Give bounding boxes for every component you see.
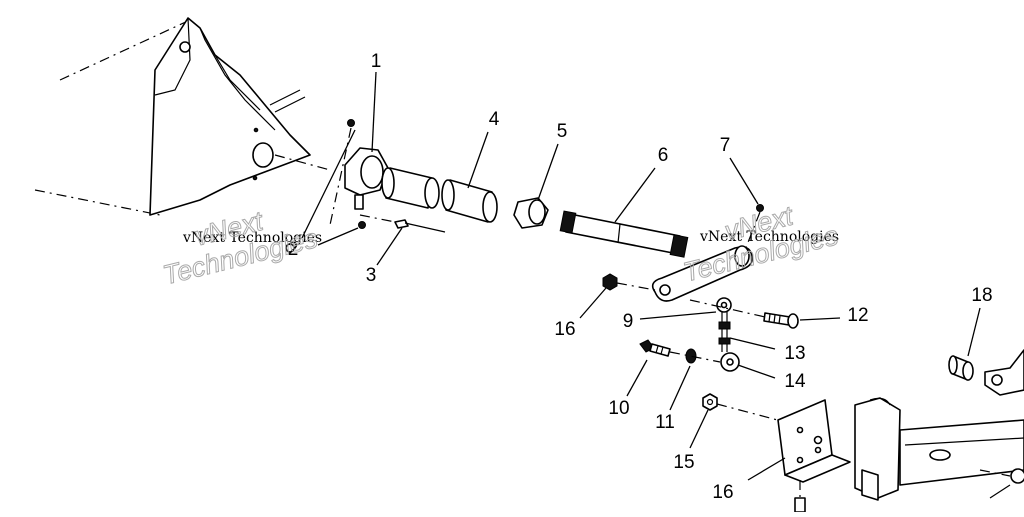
callout-5: 5	[557, 121, 568, 142]
callout-7: 7	[720, 135, 731, 156]
part-16-bracket	[777, 399, 851, 513]
part-9-link-rod	[716, 297, 740, 372]
lower-frame-assembly	[854, 349, 1024, 501]
watermark-small-left: vNext Technologies	[182, 230, 322, 246]
part-18-bushing	[948, 355, 974, 381]
watermark-small-right: vNext Technologies	[699, 229, 839, 245]
callout-13: 13	[784, 343, 805, 364]
callout-18: 18	[971, 285, 992, 306]
callout-10: 10	[608, 398, 629, 419]
part-12-bolt	[689, 299, 799, 329]
frame-assembly	[34, 17, 331, 216]
part-7-nut	[744, 204, 764, 251]
part-16-nut-upper	[602, 273, 656, 291]
callout-2: 2	[288, 239, 299, 260]
callout-11: 11	[655, 412, 675, 433]
callout-15: 15	[673, 452, 694, 473]
callout-16-lower: 16	[712, 482, 733, 503]
part-10-bolt	[639, 339, 671, 357]
callout-12: 12	[847, 305, 868, 326]
part-11-washer	[669, 348, 721, 364]
callout-14: 14	[784, 371, 806, 392]
callout-1: 1	[371, 51, 382, 72]
callout-4: 4	[489, 109, 500, 130]
part-15-nut	[702, 393, 786, 423]
part-5-spacer	[513, 197, 549, 229]
callout-labels: 1 2 3 4 5 6 7 16 9 12 13 14 10 11 15 16 …	[288, 51, 993, 503]
callout-16-upper: 16	[554, 319, 575, 340]
callout-9: 9	[623, 311, 634, 332]
callout-6: 6	[658, 145, 669, 166]
watermark-left: vNext Technologies vNext Technologies	[159, 205, 322, 291]
leader-lines	[301, 71, 981, 481]
part-6-shaft	[559, 210, 689, 258]
lever-arm	[651, 245, 754, 302]
part-4-sleeves	[381, 167, 498, 223]
part-3-pin	[359, 214, 446, 233]
callout-3: 3	[366, 265, 377, 286]
